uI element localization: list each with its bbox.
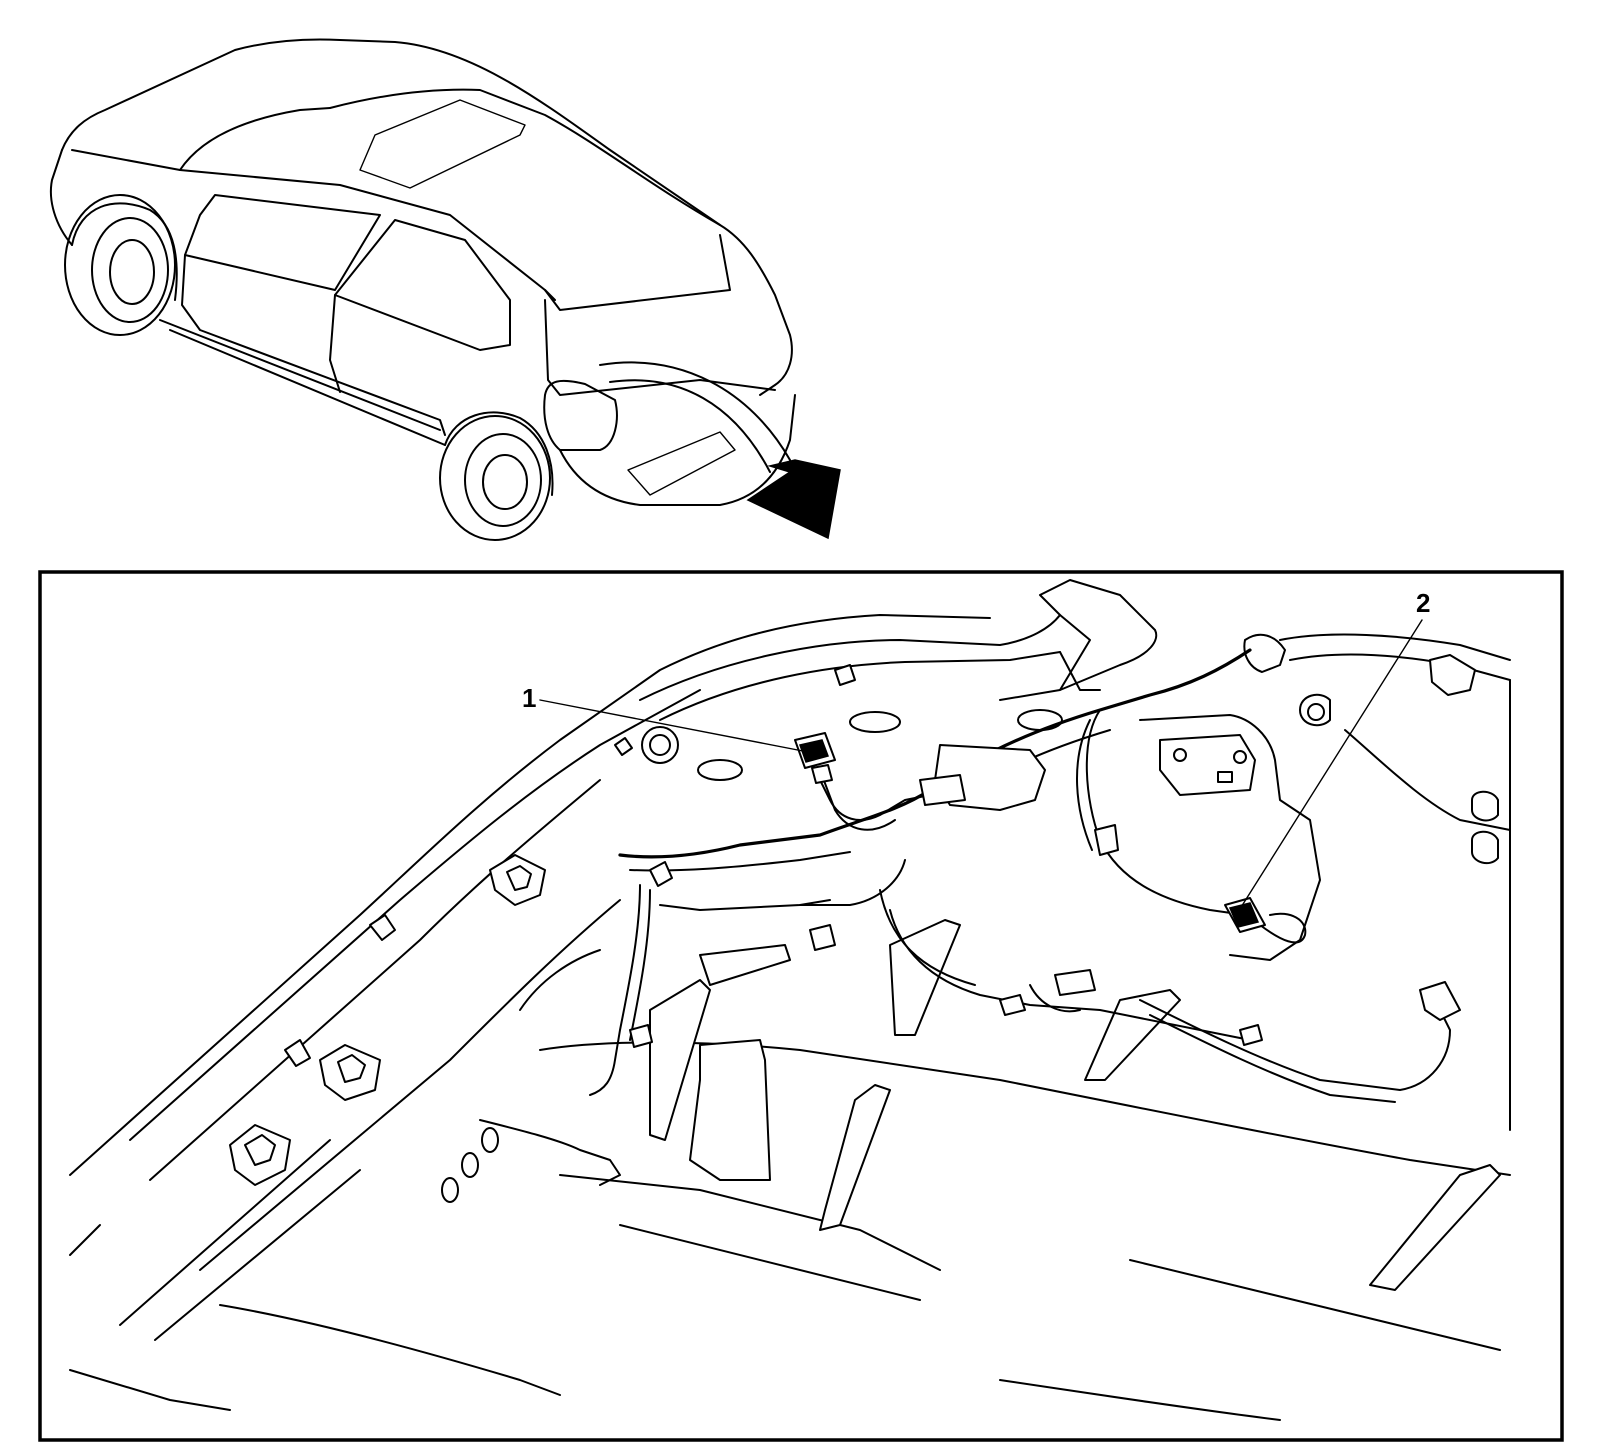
curved-arrow-icon bbox=[599, 361, 841, 540]
callout-2-number: 2 bbox=[1416, 588, 1430, 618]
connector-2 bbox=[1224, 897, 1266, 933]
rear-wheel bbox=[439, 411, 554, 541]
vehicle-overview bbox=[49, 38, 796, 541]
callout-1-leader bbox=[539, 699, 809, 753]
callout-1-number: 1 bbox=[522, 683, 536, 713]
callout-2-leader bbox=[1237, 619, 1423, 913]
front-wheel bbox=[64, 194, 178, 336]
detail-frame bbox=[38, 570, 1564, 1442]
wire-harness bbox=[519, 633, 1461, 1103]
connector-1 bbox=[794, 732, 836, 784]
callout-1: 1 bbox=[522, 683, 809, 753]
callout-2: 2 bbox=[1237, 588, 1430, 913]
detail-view: 1 2 bbox=[69, 579, 1511, 1421]
